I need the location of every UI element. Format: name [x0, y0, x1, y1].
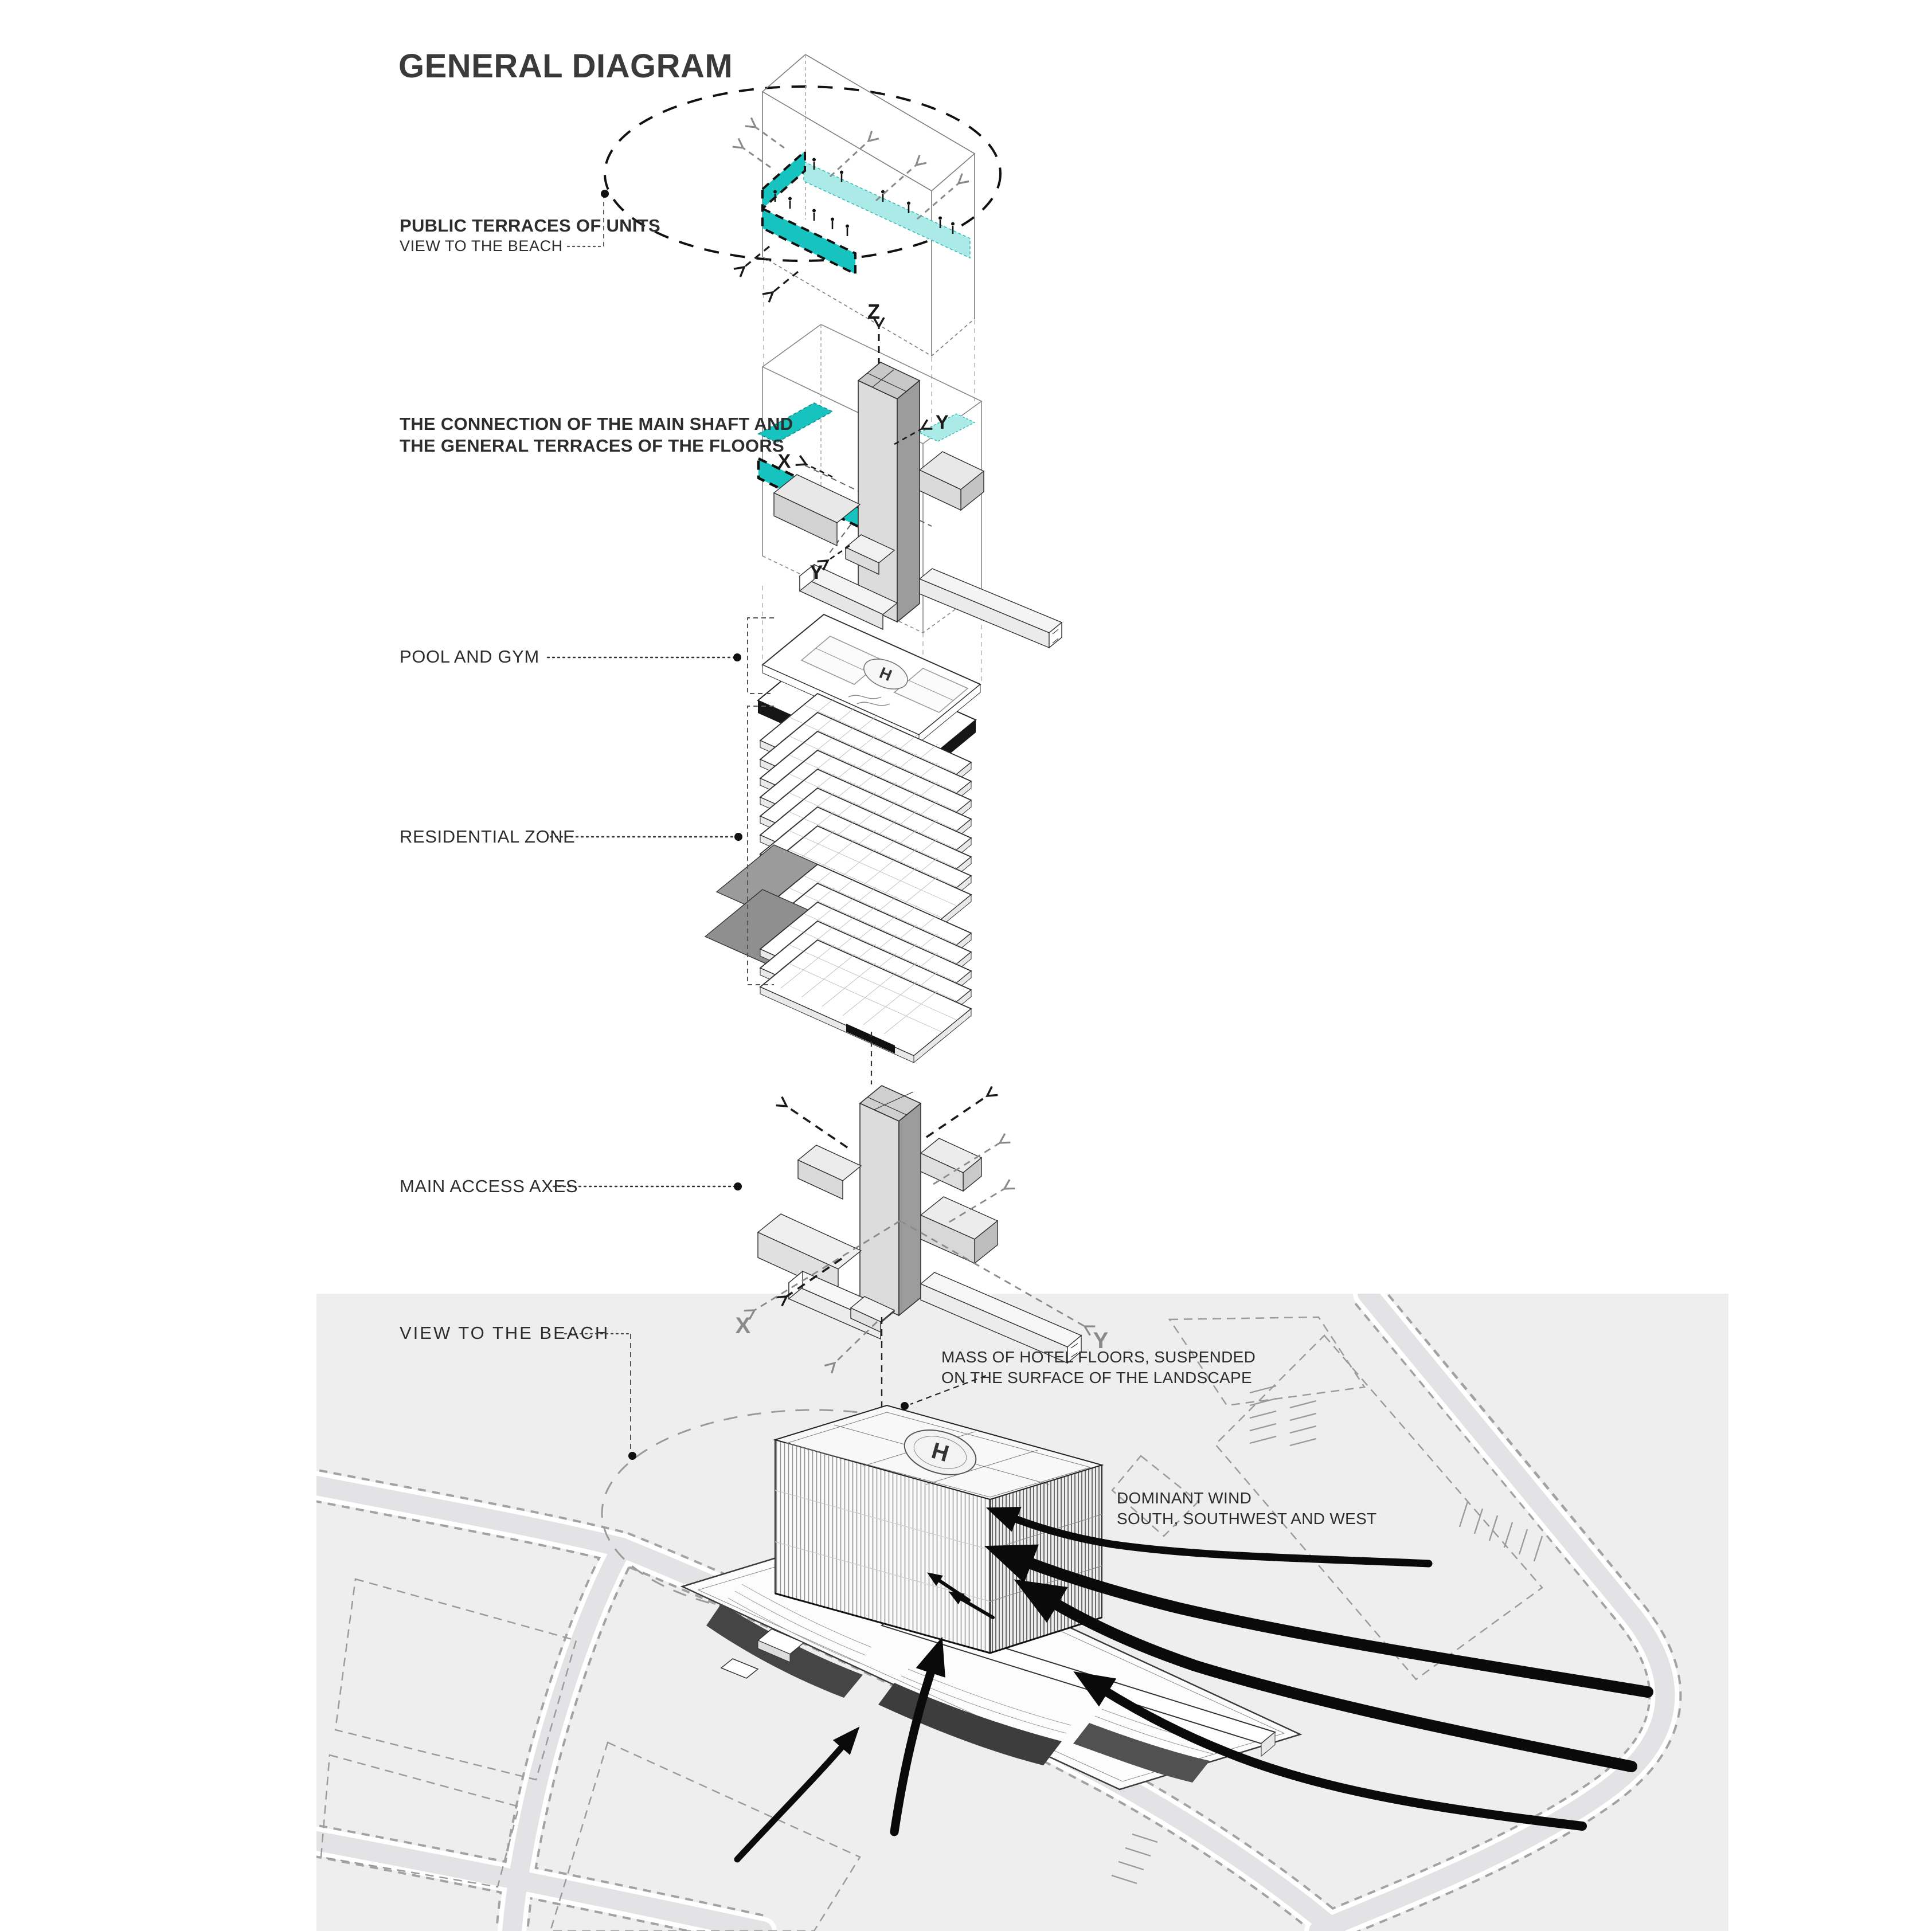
main-access-leader [552, 1182, 742, 1190]
terrace-band [757, 402, 834, 443]
wind-arrow [890, 1636, 945, 1836]
wind-arrow [1073, 1671, 1587, 1831]
leader-bullet [601, 190, 609, 198]
hotel-mass-leader [901, 1374, 987, 1410]
access-arrows-black [733, 245, 799, 303]
wireframe-box [761, 54, 976, 357]
view-arc-top [604, 85, 1002, 262]
access-axes-arrows-gray [744, 1133, 1096, 1374]
terrace-ribbon-lower [761, 148, 806, 211]
section-main-access: X Y [552, 1085, 1109, 1407]
wind-arrow [1014, 1579, 1637, 1772]
axis-x-label: X [736, 1313, 751, 1338]
label-hotel-mass-line2: ON THE SURFACE OF THE LANDSCAPE [941, 1369, 1252, 1386]
label-connection-line2: THE GENERAL TERRACES OF THE FLOORS [400, 436, 784, 456]
label-public-terraces-sub: VIEW TO THE BEACH [400, 237, 563, 254]
terrace-ribbon-upper [803, 160, 971, 259]
pool-gym-leader [546, 617, 774, 694]
label-residential: RESIDENTIAL ZONE [400, 827, 576, 847]
view-beach-leader [564, 1333, 636, 1460]
label-connection-line1: THE CONNECTION OF THE MAIN SHAFT AND [400, 414, 793, 434]
leader-bullet [901, 1402, 909, 1410]
label-view-beach: VIEW TO THE BEACH [400, 1323, 610, 1343]
terrace-ribbon-lower [761, 206, 857, 276]
y2-axis-arrow [817, 545, 850, 571]
wind-arrow [734, 1726, 860, 1863]
public-terraces-leader [566, 190, 609, 248]
wind-arrow [984, 1544, 1653, 1698]
label-wind-line2: SOUTH, SOUTHWEST AND WEST [1117, 1510, 1377, 1527]
axis-x-label: X [778, 451, 791, 472]
axis-y-label: Y [1093, 1328, 1109, 1353]
access-arms [757, 1138, 1082, 1364]
axis-z-label: Z [867, 300, 880, 323]
label-main-access: MAIN ACCESS AXES [400, 1176, 578, 1196]
label-hotel-mass-line1: MASS OF HOTEL FLOORS, SUSPENDED [941, 1348, 1256, 1366]
leader-bullet [734, 833, 742, 841]
view-direction-arrows [732, 117, 969, 220]
axis-y-label: Y [810, 562, 823, 583]
leader-bullet [733, 653, 741, 661]
section-shaft-connection: Z [757, 300, 1063, 649]
site-parcels [320, 1316, 1543, 1931]
wind-arrow-small [948, 1591, 995, 1619]
terrace-band-light [918, 413, 976, 442]
site-parking-rows [1111, 1385, 1543, 1885]
deck-helipad: H [863, 659, 908, 690]
label-wind-line1: DOMINANT WIND [1117, 1489, 1252, 1507]
label-public-terraces: PUBLIC TERRACES OF UNITS [400, 216, 660, 236]
label-pool-gym: POOL AND GYM [400, 647, 539, 667]
site-plan: H [316, 1294, 1728, 1931]
section-public-terraces [566, 54, 1002, 357]
wind-arrows [734, 1506, 1653, 1863]
leader-bullet [734, 1182, 742, 1190]
site-helipad: H [904, 1429, 977, 1475]
main-shaft [857, 362, 921, 623]
access-axes-arrows-black [776, 1086, 998, 1307]
axis-y-label: Y [936, 412, 949, 433]
section-residential [549, 693, 972, 1084]
section-bracket [747, 617, 774, 694]
x-axis-arrow [795, 455, 833, 478]
residential-leader [549, 706, 774, 985]
page-title: GENERAL DIAGRAM [398, 48, 733, 85]
leader-bullet [628, 1452, 636, 1460]
shaft-arms [773, 451, 1063, 649]
access-shaft [859, 1085, 922, 1317]
wind-arrow [985, 1506, 1433, 1568]
